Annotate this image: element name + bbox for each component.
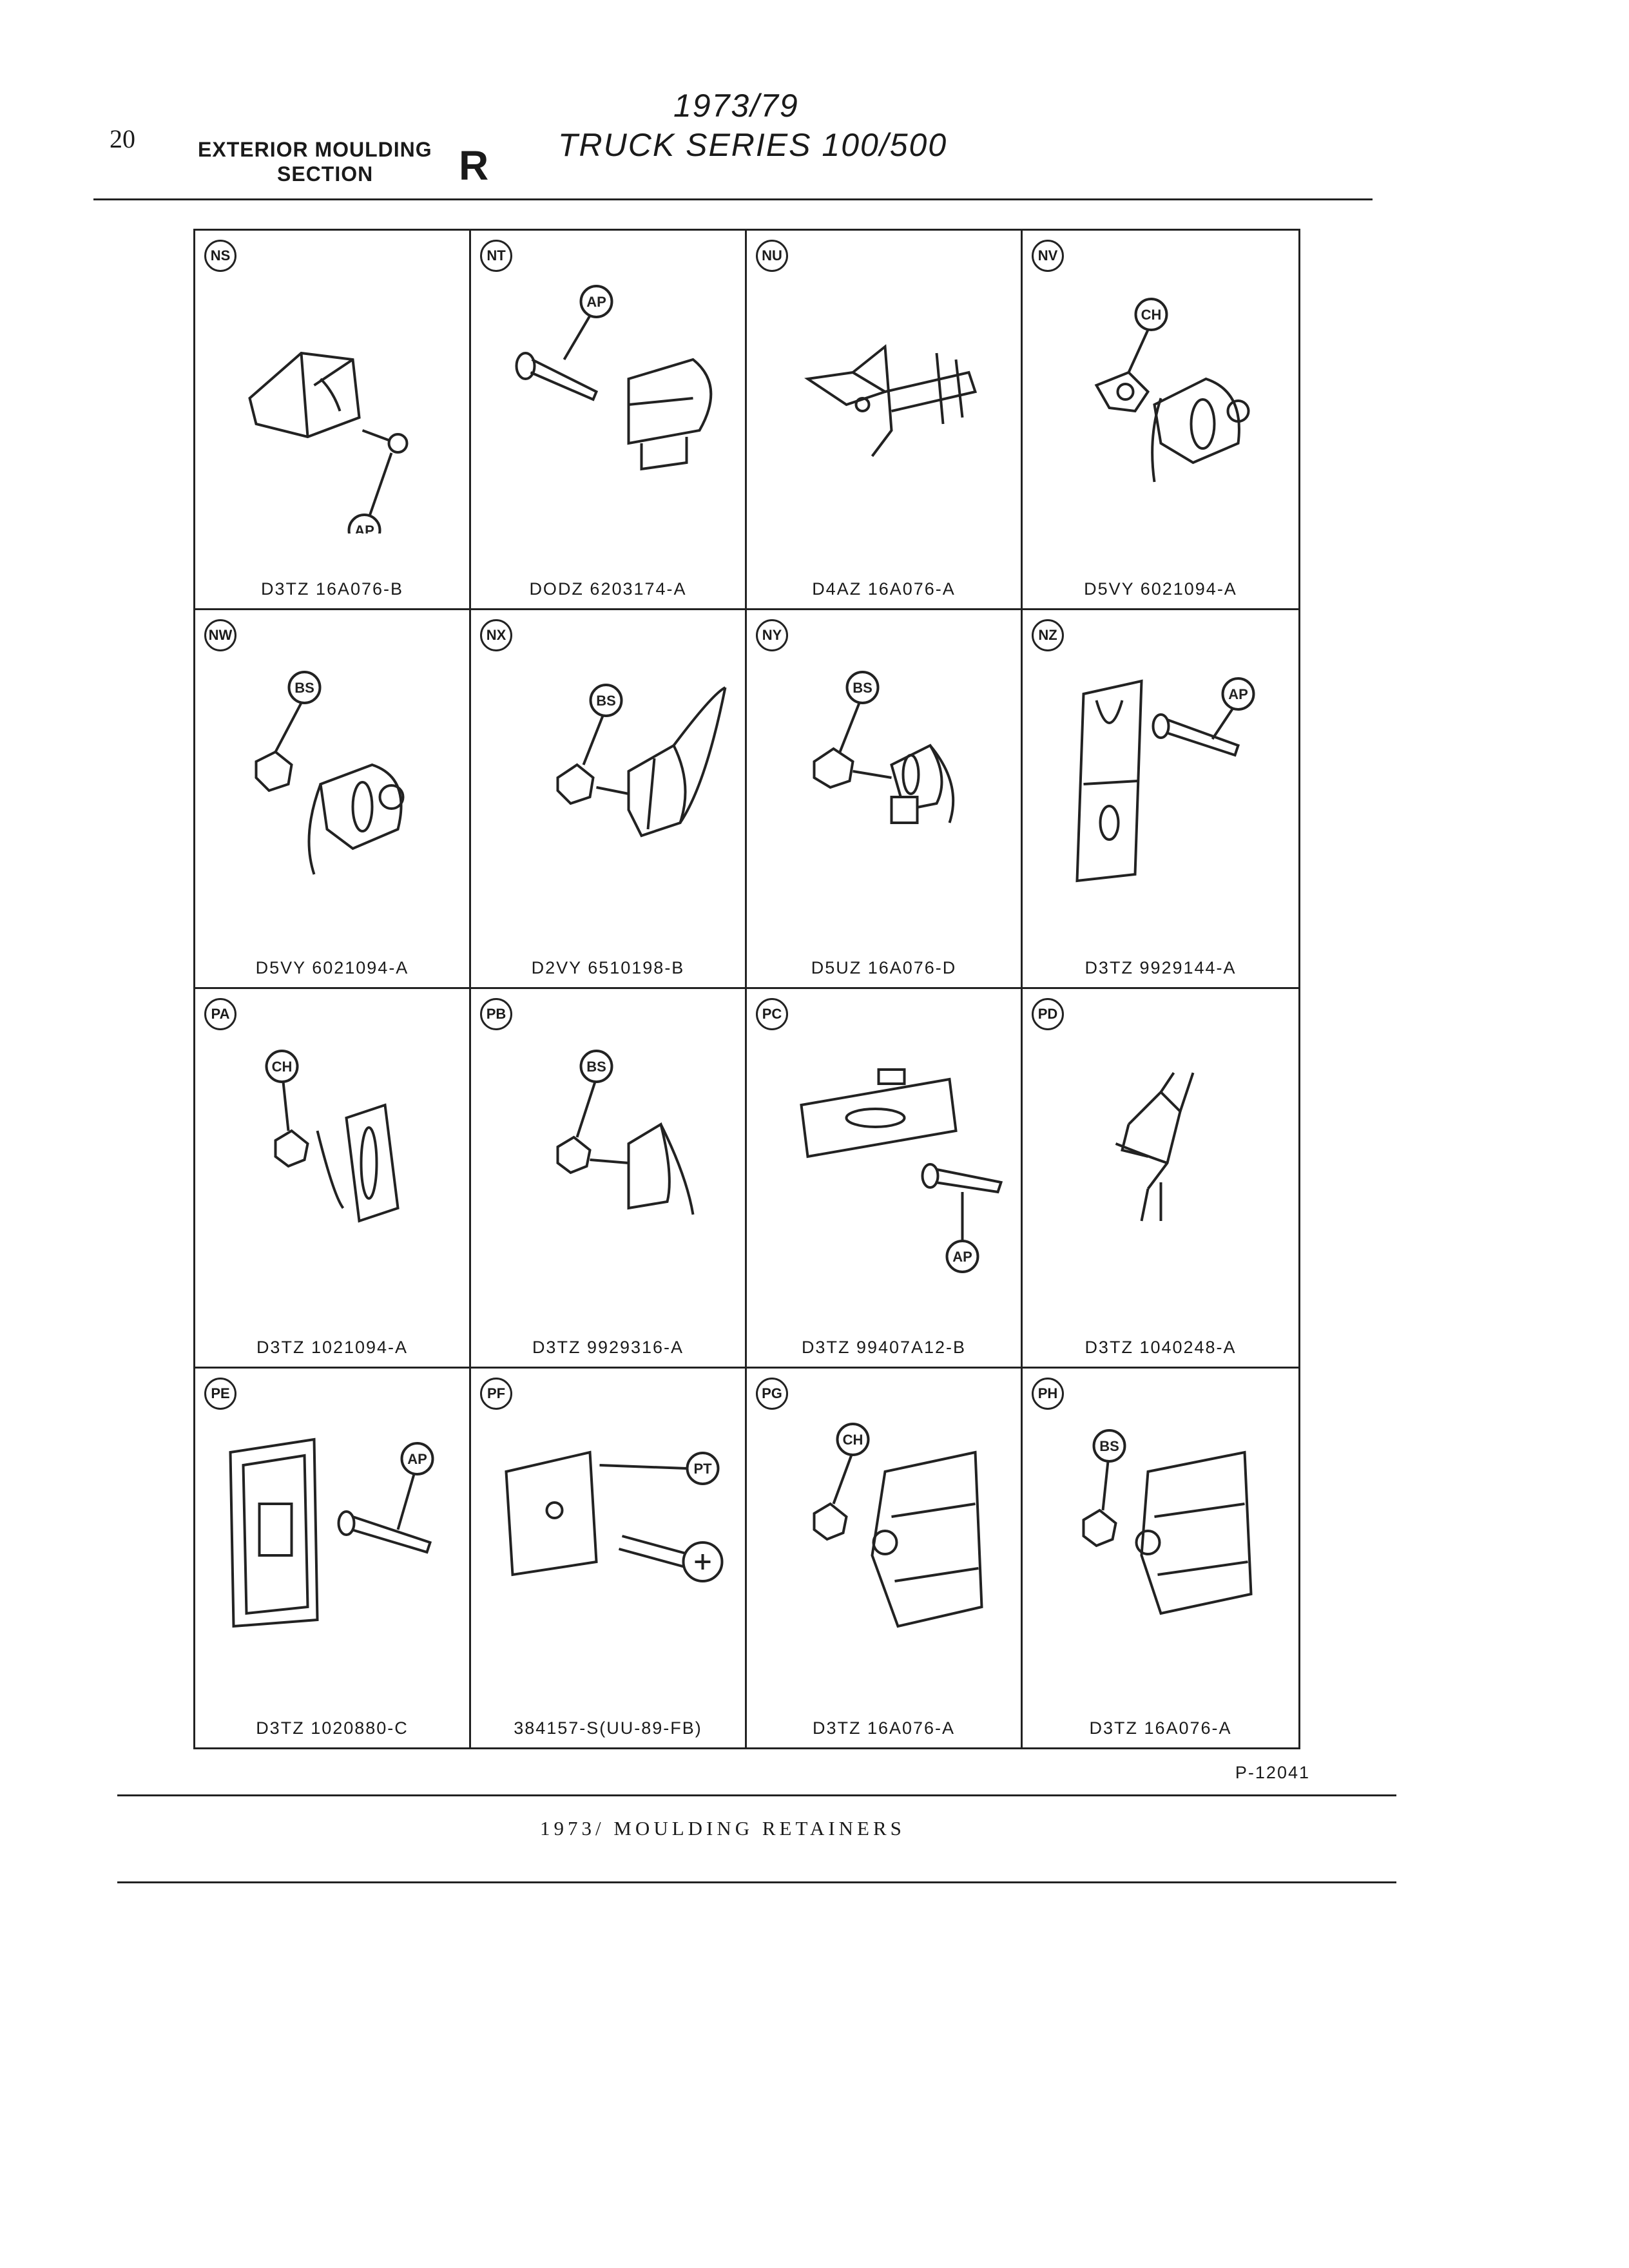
truck-series: TRUCK SERIES 100/500 [558,127,948,163]
cell-ph: PH BS D3TZ 16A076-A [1023,1369,1298,1748]
svg-text:AP: AP [952,1249,972,1265]
footer-caption: 1973/ MOULDING RETAINERS [540,1817,905,1840]
ref-badge: NW [204,619,236,651]
cell-pg: PG CH D3TZ 16A076-A [747,1368,1023,1747]
clip-illustration: PT [477,1414,741,1671]
cell-ny: NY BS D5UZ 16A076-D [747,610,1023,989]
part-number: 384157-S(UU-89-FB) [514,1718,702,1738]
footer-rule-bottom [117,1881,1396,1883]
clip-illustration: AP [1029,655,1293,913]
part-number: DODZ 6203174-A [529,579,687,599]
page-number: 20 [110,124,135,153]
part-number: D4AZ 16A076-A [812,579,956,599]
cell-nw: NW BS D5VY 6021094-A [195,610,471,989]
part-number: D3TZ 16A076-B [260,579,404,599]
svg-text:BS: BS [596,693,616,709]
clip-illustration [1029,1034,1293,1292]
svg-text:BS: BS [586,1059,606,1075]
ref-badge: NV [1032,240,1064,272]
svg-text:BS: BS [853,680,872,696]
footer-rule-top [117,1794,1396,1796]
ref-badge: PF [480,1377,512,1410]
ref-badge: NU [756,240,788,272]
section-title: EXTERIOR MOULDING [198,138,432,161]
svg-text:CH: CH [843,1432,863,1448]
cell-pd: PD D3TZ 1040248-A [1023,989,1298,1369]
part-number: D3TZ 16A076-A [1089,1718,1232,1738]
part-number: D2VY 6510198-B [531,958,685,977]
cell-nu: NU D4AZ 16A076-A [747,231,1023,610]
svg-text:AP: AP [407,1451,427,1467]
part-number: D3TZ 99407A12-B [801,1337,967,1357]
section-subtitle: SECTION [277,162,374,186]
clip-illustration: BS [477,655,741,913]
cell-pe: PE AP D3TZ 1020880-C [195,1368,471,1747]
part-number: D3TZ 16A076-A [812,1718,956,1738]
clip-illustration [753,276,1017,533]
clip-illustration: CH [202,1034,465,1292]
ref-badge: NT [480,240,512,272]
cell-pb: PB BS D3TZ 9929316-A [471,989,747,1369]
part-number: D3TZ 9929316-A [532,1337,684,1357]
ref-badge: PC [756,998,788,1030]
svg-text:CH: CH [272,1059,293,1075]
part-number: D3TZ 1040248-A [1084,1337,1237,1357]
retainer-grid: NS AP D3TZ 16A076-B NT AP [193,229,1300,1749]
ref-badge: PE [204,1377,236,1410]
part-number: D5UZ 16A076-D [811,958,957,977]
section-letter: R [459,142,489,189]
part-number: D3TZ 1020880-C [256,1718,409,1738]
clip-illustration: AP [202,1414,465,1671]
svg-text:AP: AP [1228,686,1248,702]
svg-text:AP: AP [354,523,374,533]
svg-text:BS: BS [1099,1438,1119,1454]
clip-illustration: CH [753,1414,1017,1671]
cell-nz: NZ AP D3TZ 9929144-A [1023,610,1298,989]
model-years: 1973/79 [673,88,799,124]
ref-badge: NZ [1032,619,1064,651]
clip-illustration: BS [1029,1414,1293,1671]
clip-illustration: AP [753,1034,1017,1292]
ref-badge: PG [756,1377,788,1410]
cell-pa: PA CH D3TZ 1021094-A [195,989,471,1369]
part-number: D5VY 6021094-A [255,958,409,977]
svg-text:CH: CH [1141,307,1162,323]
clip-illustration: AP [477,276,741,533]
ref-badge: PA [204,998,236,1030]
ref-badge: PD [1032,998,1064,1030]
ref-badge: NY [756,619,788,651]
clip-illustration: BS [202,655,465,913]
part-number: D3TZ 1021094-A [256,1337,409,1357]
svg-text:PT: PT [693,1461,712,1477]
clip-illustration: AP [202,276,465,547]
cell-pc: PC AP D3TZ 99407A12-B [747,989,1023,1369]
ref-badge: NX [480,619,512,651]
ref-badge: NS [204,240,236,272]
clip-illustration: CH [1029,276,1293,533]
part-number: D5VY 6021094-A [1084,579,1237,599]
part-number: D3TZ 9929144-A [1084,958,1237,977]
svg-text:BS: BS [294,680,314,696]
clip-illustration: BS [753,655,1017,913]
clip-illustration: BS [477,1034,741,1292]
figure-reference: P-12041 [1235,1763,1310,1782]
svg-text:AP: AP [586,294,606,310]
cell-nt: NT AP DODZ 6203174-A [471,231,747,610]
ref-badge: PB [480,998,512,1030]
cell-nv: NV CH D5VY 6021094-A [1023,231,1298,610]
header-rule [93,198,1373,200]
cell-pf: PF PT 384157-S(UU-89-FB) [471,1368,747,1747]
cell-ns: NS AP D3TZ 16A076-B [195,231,471,610]
ref-badge: PH [1032,1377,1064,1410]
cell-nx: NX BS D2VY 6510198-B [471,610,747,989]
